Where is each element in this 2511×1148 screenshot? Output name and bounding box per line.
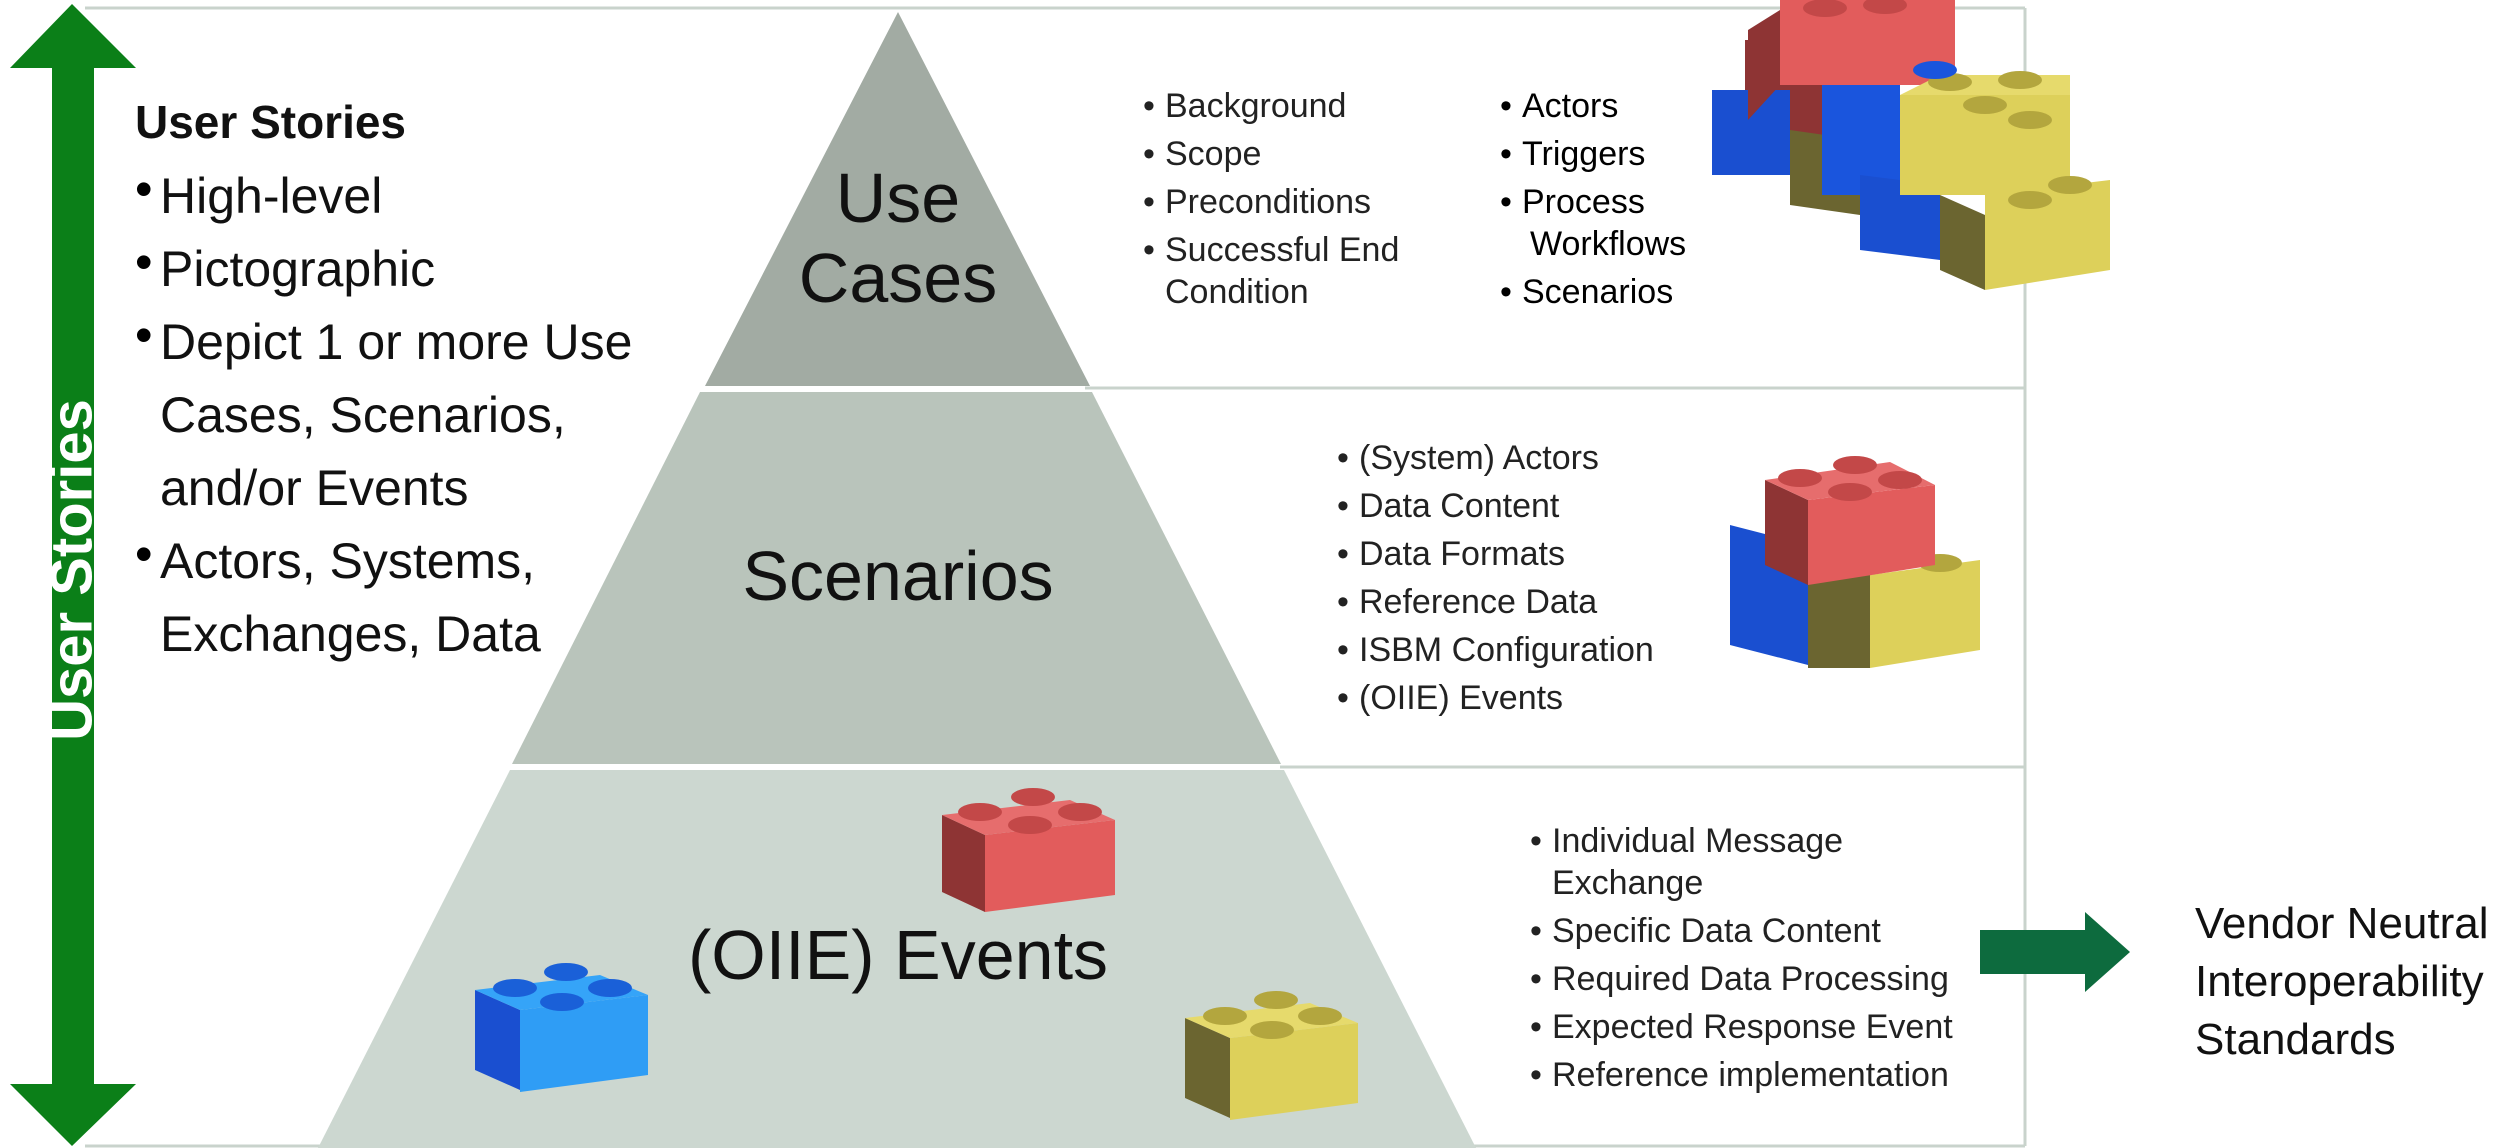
- detail-item: ISBM Configuration: [1337, 626, 1654, 674]
- lego-brick-yellow-icon: [1185, 991, 1358, 1120]
- detail-item: Data Formats: [1337, 530, 1654, 578]
- user-stories-item-cont: and/or Events: [160, 460, 469, 516]
- user-stories-item: High-level: [160, 168, 383, 224]
- detail-item: Individual Message: [1530, 817, 1953, 865]
- events-details: Individual Message Exchange Specific Dat…: [1530, 817, 1953, 1099]
- detail-item: Reference implementation: [1530, 1051, 1953, 1099]
- user-stories-item: Actors, Systems,: [160, 533, 536, 589]
- lego-stack-small-icon: [1730, 456, 1980, 668]
- user-stories-item: Pictographic: [160, 241, 436, 297]
- detail-item: Successful End: [1143, 226, 1399, 274]
- user-stories-item-cont: Exchanges, Data: [160, 606, 541, 662]
- detail-item: Background: [1143, 82, 1399, 130]
- user-stories-item-cont: Cases, Scenarios,: [160, 387, 566, 443]
- detail-item: Scenarios: [1500, 268, 1686, 316]
- vendor-neutral-standards-label: Vendor Neutral Interoperability Standard…: [2195, 899, 2489, 1064]
- detail-item-cont: Workflows: [1530, 225, 1687, 263]
- detail-item: (OIIE) Events: [1337, 674, 1654, 722]
- detail-item: Specific Data Content: [1530, 907, 1953, 955]
- use-cases-details-col1: Background Scope Preconditions Successfu…: [1143, 82, 1399, 316]
- events-label: (OIIE) Events: [687, 916, 1109, 994]
- detail-item: Preconditions: [1143, 178, 1399, 226]
- detail-item: Triggers: [1500, 130, 1686, 178]
- lego-brick-blue-icon: [475, 963, 648, 1092]
- vertical-double-arrow: [10, 4, 136, 1146]
- detail-item: Required Data Processing: [1530, 955, 1953, 1003]
- detail-item: Scope: [1143, 130, 1399, 178]
- use-cases-details-col2: Actors Triggers Process Workflows Scenar…: [1500, 82, 1686, 316]
- detail-item: Expected Response Event: [1530, 1003, 1953, 1051]
- detail-item-cont: Exchange: [1552, 864, 1704, 902]
- user-stories-list: • High-level • Pictographic • Depict 1 o…: [135, 160, 655, 671]
- pyramid-tier-scenarios: [512, 392, 1281, 764]
- vertical-arrow-label: User Stories: [39, 399, 105, 741]
- output-arrow: [1980, 912, 2130, 992]
- detail-item: Reference Data: [1337, 578, 1654, 626]
- lego-stack-large-icon: [1712, 0, 2110, 290]
- user-stories-title: User Stories: [135, 96, 407, 148]
- use-cases-label: Use Cases: [798, 159, 998, 317]
- detail-item: (System) Actors: [1337, 434, 1654, 482]
- pyramid-tier-use-cases: [705, 12, 1090, 386]
- detail-item: Data Content: [1337, 482, 1654, 530]
- user-stories-item: Depict 1 or more Use: [160, 314, 633, 370]
- detail-item: Process: [1500, 178, 1686, 226]
- detail-item: Actors: [1500, 82, 1686, 130]
- scenarios-label: Scenarios: [742, 537, 1054, 615]
- scenarios-details: (System) Actors Data Content Data Format…: [1337, 434, 1654, 722]
- lego-brick-red-icon: [942, 788, 1115, 912]
- detail-item-cont: Condition: [1165, 273, 1309, 311]
